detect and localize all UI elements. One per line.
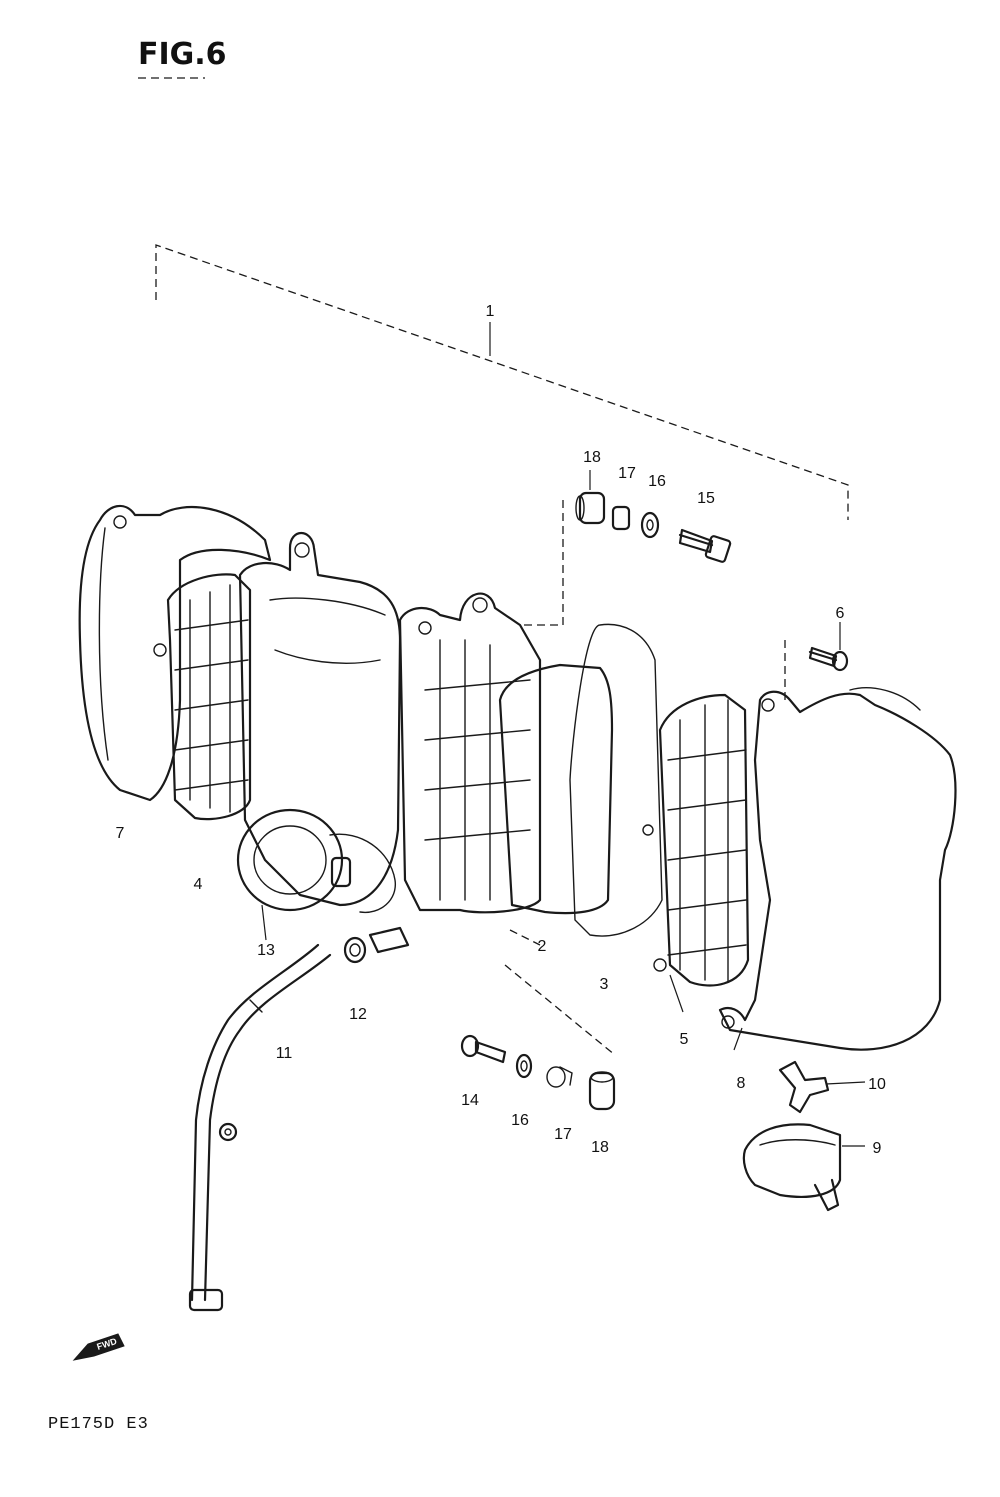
drain-clip <box>343 936 367 964</box>
callout-14: 14 <box>461 1092 479 1109</box>
callout-18-upper: 18 <box>583 449 601 466</box>
right-cover <box>718 687 957 1051</box>
callout-labels: 1 2 3 4 5 6 7 8 9 10 11 12 13 14 15 16 1… <box>116 303 886 1157</box>
callout-8: 8 <box>737 1075 746 1092</box>
callout-2: 2 <box>538 938 547 955</box>
callout-9: 9 <box>873 1140 882 1157</box>
filter-pad <box>569 623 663 937</box>
callout-17-upper: 17 <box>618 465 636 482</box>
figure-title: FIG.6 <box>138 37 227 72</box>
bracket-10 <box>778 1060 830 1114</box>
callout-6: 6 <box>836 605 845 622</box>
right-element-frame <box>642 693 750 987</box>
washer-upper <box>640 511 660 539</box>
assembly-bracket <box>155 244 849 520</box>
callout-18-lower: 18 <box>591 1139 609 1156</box>
callout-3: 3 <box>600 976 609 993</box>
callout-10: 10 <box>868 1076 886 1093</box>
collar-upper <box>611 505 631 531</box>
callout-16-upper: 16 <box>648 473 666 490</box>
model-code: PE175D E3 <box>48 1415 149 1434</box>
left-cover <box>78 504 272 802</box>
callout-5: 5 <box>680 1031 689 1048</box>
collar-lower <box>546 1066 573 1088</box>
drain-fitting <box>368 926 410 954</box>
hose-clamp <box>218 1122 238 1142</box>
drain-hose <box>188 943 332 1312</box>
callout-17-lower: 17 <box>554 1126 572 1143</box>
washer-lower <box>515 1053 533 1079</box>
callout-7: 7 <box>116 825 125 842</box>
callout-leaders <box>261 470 866 1147</box>
callout-12: 12 <box>349 1006 367 1023</box>
intake-collar <box>236 808 396 914</box>
fwd-arrow-icon: FWD <box>72 1333 125 1361</box>
lower-hardware <box>460 1034 616 1111</box>
construction-lines <box>504 500 786 1056</box>
left-element-frame <box>153 573 252 821</box>
callout-4: 4 <box>194 876 203 893</box>
bolt-upper <box>678 528 732 563</box>
screw-6 <box>808 646 849 672</box>
grommet-lower <box>588 1071 616 1111</box>
callout-11: 11 <box>276 1045 293 1062</box>
element-holder <box>398 592 542 914</box>
grommet-upper <box>575 491 606 525</box>
air-cleaner-case <box>238 531 402 907</box>
callout-15: 15 <box>697 490 715 507</box>
callout-16-lower: 16 <box>511 1112 529 1129</box>
bolt-lower <box>460 1034 507 1064</box>
callout-13: 13 <box>257 942 275 959</box>
callout-1: 1 <box>486 303 495 320</box>
drain-plug-9 <box>742 1123 842 1212</box>
upper-hardware <box>575 491 732 563</box>
filter-element <box>498 663 614 915</box>
